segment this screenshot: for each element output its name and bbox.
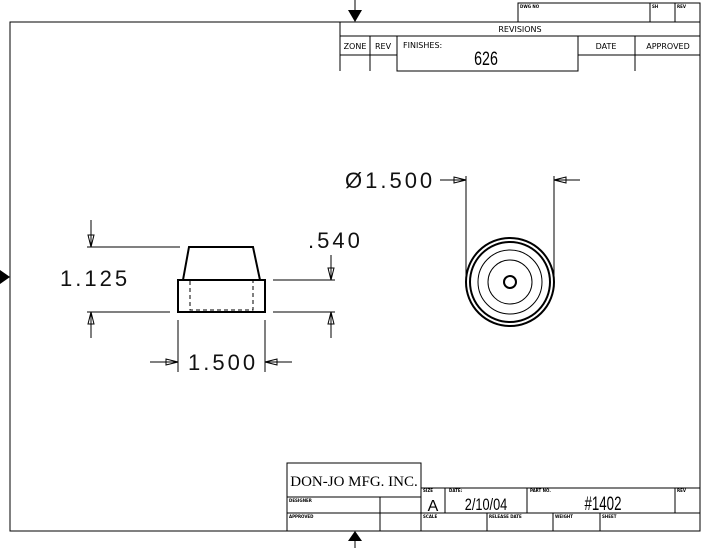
bottom-center-marker-icon bbox=[348, 531, 362, 541]
date-column: DATE bbox=[596, 42, 617, 51]
part-no-label: PART NO. bbox=[530, 488, 551, 493]
company-name: DON-JO MFG. INC. bbox=[290, 474, 418, 490]
revision-block: DWG NO SH REV REVISIONS ZONE REV FINISHE… bbox=[339, 2, 701, 72]
revisions-header: REVISIONS bbox=[498, 25, 541, 34]
overall-height-dimension: 1.125 bbox=[60, 266, 130, 291]
side-view-dimensions: 1.125 .540 1.500 bbox=[60, 220, 363, 375]
rev-top-label: REV bbox=[677, 4, 687, 9]
sh-label: SH bbox=[652, 4, 658, 9]
title-block: DON-JO MFG. INC. DESIGNER APPROVED SIZE … bbox=[286, 462, 701, 531]
base-width-dimension: 1.500 bbox=[188, 350, 258, 375]
approved-label: APPROVED bbox=[289, 514, 314, 519]
finishes-label: FINISHES: bbox=[403, 41, 442, 50]
weight-label: WEIGHT bbox=[555, 514, 573, 519]
scale-label: SCALE bbox=[423, 514, 437, 519]
top-view-dimensions: Ø1.500 bbox=[345, 168, 580, 282]
finishes-value: 626 bbox=[474, 48, 498, 69]
top-view bbox=[465, 237, 555, 327]
approved-column: APPROVED bbox=[646, 42, 690, 51]
release-date-label: RELEASE DATE bbox=[489, 514, 522, 519]
date-label: DATE: bbox=[449, 488, 463, 493]
diameter-dimension: Ø1.500 bbox=[345, 168, 435, 193]
size-value: A bbox=[428, 498, 439, 515]
top-center-marker-icon bbox=[348, 10, 362, 22]
zone-column: ZONE bbox=[344, 42, 367, 51]
size-label: SIZE bbox=[423, 488, 433, 493]
designer-label: DESIGNER bbox=[289, 498, 312, 503]
rev-column: REV bbox=[375, 42, 392, 51]
sheet-label: SHEET bbox=[602, 514, 617, 519]
base-height-dimension: .540 bbox=[308, 228, 363, 253]
side-view bbox=[177, 246, 266, 313]
dwg-no-label: DWG NO bbox=[520, 4, 540, 9]
rev-label: REV bbox=[677, 488, 687, 493]
part-no-value: #1402 bbox=[585, 494, 622, 515]
date-value: 2/10/04 bbox=[465, 495, 508, 514]
left-center-marker-icon bbox=[0, 270, 10, 284]
